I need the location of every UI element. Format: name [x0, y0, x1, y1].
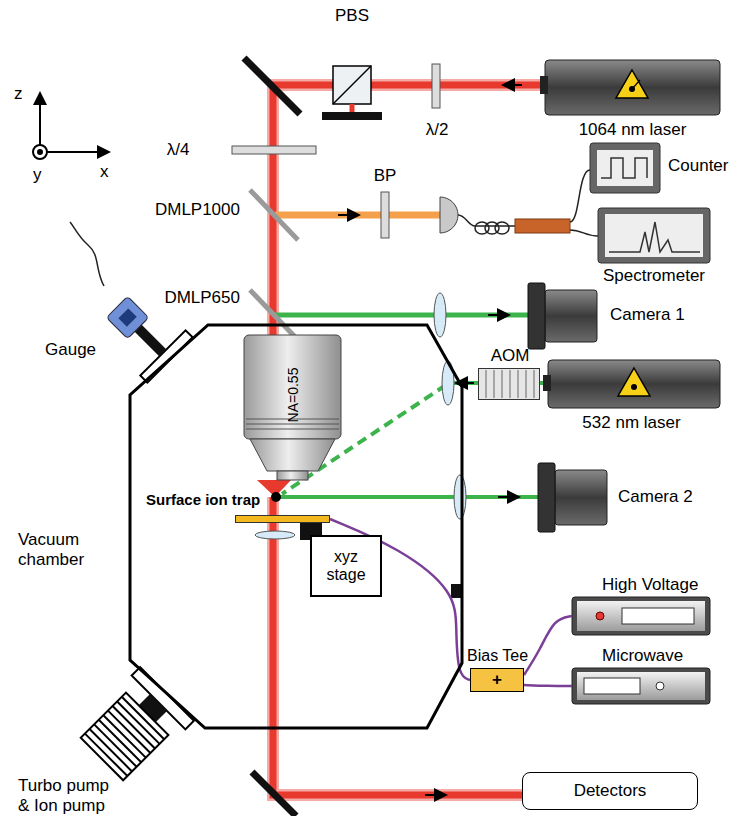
component-label: DMLP1000 — [155, 200, 240, 220]
dichroic-mirror — [250, 190, 298, 240]
axes — [33, 98, 104, 159]
axis-label: y — [33, 165, 42, 185]
fiber — [458, 170, 598, 236]
camera2-beam — [280, 495, 538, 499]
lens — [255, 531, 295, 539]
node-label: Detectors — [574, 781, 647, 801]
node-label: Spectrometer — [594, 266, 714, 286]
ion-trap: Surface ion trap — [235, 515, 330, 523]
node-label: Camera 1 — [610, 305, 685, 325]
node-label: Counter — [668, 156, 728, 176]
fiber-coupler — [440, 197, 458, 233]
aom-box: AOM — [478, 368, 540, 400]
high-voltage-supply — [572, 597, 710, 635]
laser-box: 532 nm laser — [543, 360, 720, 408]
node-label: Turbo pump & Ion pump — [18, 776, 114, 815]
objective: NA=0.55 — [240, 335, 345, 485]
camera-icon — [538, 463, 607, 532]
power-supply: High Voltage — [572, 597, 710, 635]
node-label: 532 nm laser — [543, 413, 720, 433]
node-label: Bias Tee — [467, 647, 528, 665]
direction-arrows — [338, 85, 522, 795]
mirror — [244, 58, 300, 114]
component-label: λ/2 — [426, 120, 449, 140]
gauge-cable — [70, 222, 104, 286]
component-label: PBS — [335, 6, 369, 26]
pbs-reflection — [350, 104, 355, 112]
node-label: Surface ion trap — [146, 491, 260, 508]
fiber-splitter — [515, 219, 570, 233]
node-label: Microwave — [602, 646, 683, 666]
component-label: BP — [374, 166, 397, 186]
node-label: + — [492, 670, 502, 690]
microwave-source: Microwave — [572, 668, 710, 704]
counter-box: Counter — [590, 143, 660, 193]
pbs-cube — [333, 66, 371, 104]
lens — [454, 475, 466, 519]
trapped-particle — [271, 492, 281, 502]
node-label: Gauge — [45, 340, 96, 360]
half-wave-plate — [432, 64, 440, 108]
aom-stripes — [478, 368, 540, 400]
bias-tee: Bias Tee+ — [470, 668, 524, 692]
detector-box: Detectors — [522, 772, 698, 810]
component-label: DMLP650 — [164, 288, 240, 308]
laser-532 — [543, 360, 720, 408]
axis-label: z — [14, 84, 23, 104]
node-label: Vacuum chamber — [18, 530, 113, 569]
turbo-pump-icon — [75, 667, 194, 786]
node-label: NA=0.55 — [284, 368, 300, 423]
camera-box: Camera 1 — [528, 283, 598, 349]
node-label: AOM — [479, 346, 541, 366]
pbs-diagonal — [333, 66, 371, 104]
node-label: 1064 nm laser — [545, 120, 720, 140]
camera-box: Camera 2 — [538, 463, 608, 532]
spectrometer-icon — [598, 208, 710, 263]
cable — [524, 685, 572, 686]
node-label: xyz stage — [319, 548, 373, 585]
axis-label: x — [100, 162, 109, 182]
bandpass-filter — [381, 192, 389, 238]
lens — [434, 293, 446, 337]
mirror — [252, 772, 296, 816]
gauge: Gauge — [97, 284, 133, 314]
microwave-source — [572, 668, 710, 704]
dichroic-mirror — [250, 290, 298, 340]
component-label: λ/4 — [167, 140, 190, 160]
cable — [524, 616, 572, 675]
vacuum-chamber: NA=0.55Surface ion trapxyz stageVacuum c… — [130, 325, 462, 728]
laser-box: 1064 nm laser — [545, 60, 720, 115]
counter-icon — [590, 143, 660, 193]
camera-icon — [528, 283, 597, 349]
camera1-beam — [273, 313, 528, 318]
beam-dump — [322, 112, 382, 120]
node-label: High Voltage — [602, 575, 698, 595]
node-label: Camera 2 — [618, 487, 693, 507]
laser-1064 — [540, 60, 720, 115]
pump-label-box: Turbo pump & Ion pump — [18, 776, 128, 814]
stage-box: xyz stage — [310, 535, 382, 597]
spectrometer-box: Spectrometer — [598, 208, 710, 263]
quarter-wave-plate — [232, 146, 316, 154]
fluorescence-beam — [275, 212, 440, 219]
